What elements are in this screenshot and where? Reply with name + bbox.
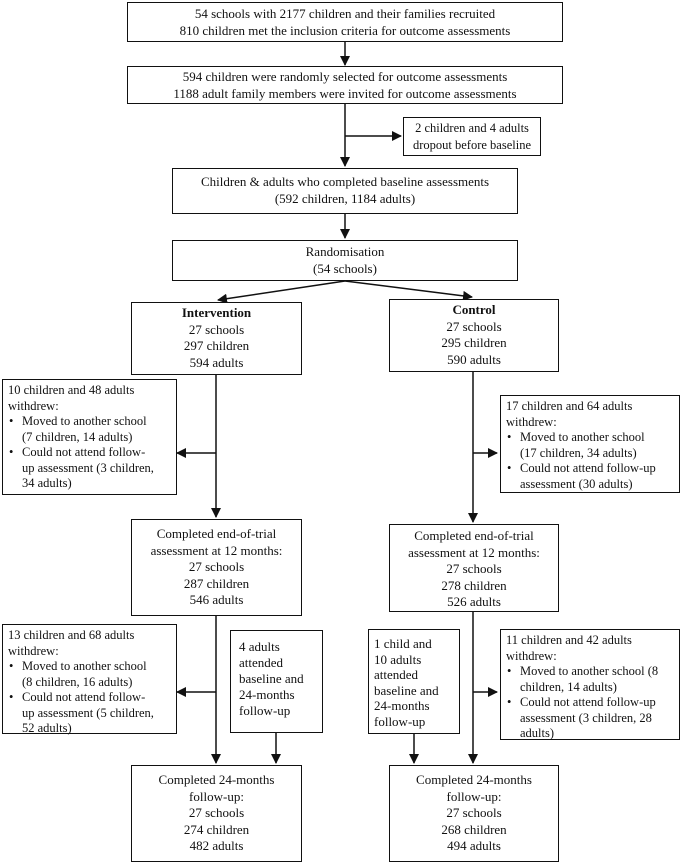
ctl-w12-line-2: withdrew: [506,414,557,429]
int-w12-reason-not-attend: Could not attend follow- up assessment (… [8,445,171,492]
ctl-24m-schools: 27 schools [446,805,502,820]
int-24m-line-2: follow-up: [189,788,244,804]
control-added-24m-box: 1 child and 10 adults attended baseline … [368,629,460,734]
int-12m-schools: 27 schools [188,559,245,574]
control-children: 295 children [441,335,507,350]
int-12m-line-2: assessment at 12 months: [150,542,283,558]
ctl-added-line-2: 10 adults [374,651,422,667]
baseline-line-2: (592 children, 1184 adults) [274,190,416,206]
intervention-24m-box: Completed 24-months follow-up: 27 school… [131,765,302,862]
int-w24-line-1: 13 children and 68 adults [8,628,135,642]
dropout-box: 2 children and 4 adults dropout before b… [403,117,541,156]
ctl-w12-reasons: Moved to another school (17 children, 34… [506,430,674,492]
int-24m-adults: 482 adults [189,838,244,853]
ctl-added-line-1: 1 child and [374,636,432,651]
int-24m-schools: 27 schools [188,805,245,820]
intervention-title: Intervention [181,305,252,320]
intervention-added-24m-box: 4 adults attended baseline and 24-months… [230,630,323,733]
recruitment-box: 54 schools with 2177 children and their … [127,2,563,42]
arrow-to-control [344,280,473,301]
ctl-w24-line-1: 11 children and 42 adults [506,633,632,647]
int-w12-line-2: withdrew: [8,398,59,413]
randomisation-box: Randomisation (54 schools) [172,240,518,281]
dropout-line-1: 2 children and 4 adults [415,121,529,135]
selection-line-2: 1188 adult family members were invited f… [173,85,517,101]
ctl-w12-reason-moved: Moved to another school (17 children, 34… [506,430,674,461]
control-arm-box: Control 27 schools 295 children 590 adul… [389,299,559,372]
ctl-12m-line-1: Completed end-of-trial [414,528,534,543]
recruitment-line-2: 810 children met the inclusion criteria … [179,22,511,38]
int-w12-reasons: Moved to another school (7 children, 14 … [8,414,171,492]
ctl-24m-line-2: follow-up: [446,788,502,804]
ctl-24m-children: 268 children [441,821,507,837]
ctl-added-line-6: follow-up [374,713,426,729]
intervention-withdrawal-24m-box: 13 children and 68 adults withdrew: Move… [2,624,177,737]
control-schools: 27 schools [446,318,502,334]
randomisation-line-2: (54 schools) [313,260,377,276]
ctl-12m-line-2: assessment at 12 months: [408,544,540,560]
int-w24-reasons: Moved to another school (8 children, 16 … [8,659,171,737]
ctl-added-line-3: attended [374,667,419,682]
ctl-added-line-5: 24-months [374,698,430,713]
int-24m-line-1: Completed 24-months [158,772,275,787]
ctl-w24-line-2: withdrew: [506,648,557,663]
arrow-to-intervention [217,280,346,304]
int-added-line-5: follow-up [239,703,291,718]
intervention-12m-box: Completed end-of-trial assessment at 12 … [131,519,302,616]
randomisation-line-1: Randomisation [305,244,385,259]
int-24m-children: 274 children [183,821,250,837]
int-w12-line-1: 10 children and 48 adults [8,383,135,397]
int-w24-reason-moved: Moved to another school (8 children, 16 … [8,659,171,690]
baseline-box: Children & adults who completed baseline… [172,168,518,214]
ctl-12m-adults: 526 adults [447,594,501,609]
control-12m-box: Completed end-of-trial assessment at 12 … [389,524,559,612]
dropout-line-2: dropout before baseline [412,137,531,152]
int-w24-reason-not-attend: Could not attend follow- up assessment (… [8,690,171,737]
baseline-line-1: Children & adults who completed baseline… [200,174,490,189]
ctl-w12-line-1: 17 children and 64 adults [506,399,633,413]
ctl-added-line-4: baseline and [374,682,439,698]
int-w12-reason-moved: Moved to another school (7 children, 14 … [8,414,171,445]
control-withdrawal-24m-box: 11 children and 42 adults withdrew: Move… [500,629,680,740]
control-24m-box: Completed 24-months follow-up: 27 school… [389,765,559,862]
intervention-schools: 27 schools [188,321,245,337]
intervention-withdrawal-12m-box: 10 children and 48 adults withdrew: Move… [2,379,177,495]
int-12m-adults: 546 adults [189,592,244,607]
int-added-line-1: 4 adults [239,639,280,654]
int-added-line-2: attended [239,655,284,670]
intervention-children: 297 children [183,338,250,353]
ctl-w24-reasons: Moved to another school (8 children, 14 … [506,664,674,742]
int-12m-line-1: Completed end-of-trial [156,526,277,541]
int-w24-line-2: withdrew: [8,643,59,658]
int-added-line-3: baseline and [239,671,304,686]
ctl-12m-schools: 27 schools [446,561,502,576]
control-withdrawal-12m-box: 17 children and 64 adults withdrew: Move… [500,395,680,493]
selection-line-1: 594 children were randomly selected for … [182,69,508,84]
ctl-w24-reason-moved: Moved to another school (8 children, 14 … [506,664,674,695]
ctl-24m-adults: 494 adults [447,838,501,853]
ctl-12m-children: 278 children [441,577,507,593]
int-added-line-4: 24-months [239,687,295,702]
selection-box: 594 children were randomly selected for … [127,66,563,104]
ctl-w12-reason-not-attend: Could not attend follow-up assessment (3… [506,461,674,492]
intervention-adults: 594 adults [189,354,244,370]
int-12m-children: 287 children [183,575,250,591]
ctl-w24-reason-not-attend: Could not attend follow-up assessment (3… [506,695,674,742]
ctl-24m-line-1: Completed 24-months [416,772,532,787]
recruitment-line-1: 54 schools with 2177 children and their … [194,6,496,21]
intervention-arm-box: Intervention 27 schools 297 children 594… [131,302,302,375]
control-title: Control [452,302,496,317]
control-adults: 590 adults [447,351,501,367]
